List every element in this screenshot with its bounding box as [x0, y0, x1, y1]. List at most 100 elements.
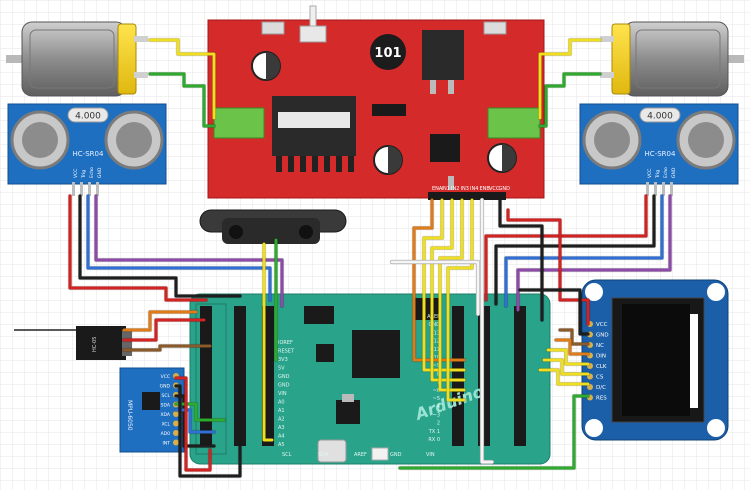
ir-distance-sensor	[199, 209, 347, 244]
pin-label: SCL	[161, 393, 170, 399]
ir-receiver	[299, 225, 313, 239]
bt-label: HC-05	[92, 337, 98, 352]
pin-label: IN3	[461, 186, 469, 192]
pin-label: XDA	[160, 412, 170, 418]
left-screw-terminal	[213, 107, 265, 139]
wire-green	[148, 72, 216, 128]
motor-end-cap	[611, 23, 631, 95]
pin-label: ENA	[432, 186, 443, 192]
heatsink-fins	[276, 156, 354, 172]
wire-yellow	[538, 368, 590, 386]
mpu-chip	[142, 392, 160, 410]
wire-black	[518, 288, 590, 336]
pin-label: TX 1	[428, 429, 440, 435]
wire-brown	[558, 328, 590, 346]
pin-label: Echo	[663, 167, 669, 178]
mpu-pin-pad	[173, 411, 179, 417]
wire-black	[174, 384, 242, 478]
pin-label: SDA	[161, 403, 171, 409]
microcontroller-chip	[352, 330, 400, 378]
wire-purple	[516, 194, 672, 312]
pin-label: GND	[160, 384, 171, 390]
wire-red	[506, 208, 590, 326]
wire-orange	[122, 310, 198, 332]
wire-blue	[174, 408, 216, 434]
arduino-board: Arduino IOREFRESET3V35VGNDGNDVINA0A1A2A3…	[189, 293, 551, 465]
wire-orange	[554, 338, 590, 356]
oled-pin-pad	[587, 384, 593, 390]
mpu-label: MPU-6050	[126, 400, 133, 431]
pin-label: ~6	[433, 388, 440, 394]
sensor-pin	[88, 182, 91, 196]
pin-label: RES	[596, 396, 607, 402]
crystal-oscillator	[639, 107, 681, 123]
pin-label: ~10	[429, 355, 440, 361]
wire-yellow	[542, 358, 590, 376]
pin-label: 2	[437, 421, 440, 427]
wire-yellow	[546, 348, 590, 366]
wire-brown	[122, 344, 212, 352]
pin-label: VCC	[647, 169, 653, 178]
power-jack	[371, 447, 389, 461]
pin-label: AREF	[427, 314, 440, 320]
pin-label: XCL	[162, 422, 171, 428]
wire-yellow	[446, 198, 474, 402]
motor-body	[623, 21, 729, 97]
pin-label: GND	[278, 383, 290, 389]
motor-end-cap	[117, 23, 137, 95]
pin-label: D/C	[596, 385, 606, 391]
wire-green	[398, 394, 590, 470]
pin-label: A4	[278, 434, 285, 440]
pin-label: ~5	[433, 396, 440, 402]
wire-black	[494, 194, 656, 306]
pin-label: VIN	[426, 452, 435, 458]
dc-motor-right	[600, 21, 744, 97]
wire-blue	[86, 194, 272, 302]
pin-label: IN1	[442, 186, 450, 192]
pin-label: GND	[596, 333, 609, 339]
crystal-label: 4.000	[647, 112, 673, 122]
right-header	[514, 306, 526, 446]
pin-label: SDA	[318, 452, 329, 458]
pin-label: GND	[671, 167, 677, 178]
right-screw-terminal	[487, 107, 541, 139]
pin-label: CS	[596, 375, 604, 381]
pin-label: A1	[278, 408, 285, 414]
power-switch	[299, 25, 327, 43]
ir-emitter	[229, 225, 243, 239]
driver-pin-header	[428, 192, 506, 200]
inductor	[370, 34, 406, 70]
wire-red	[484, 194, 648, 302]
mpu-pin-pad	[173, 430, 179, 436]
pin-label: Trig	[81, 170, 87, 179]
pin-label: IOREF	[278, 340, 293, 346]
pin-label: VCC	[161, 374, 170, 380]
pin-label: 3V3	[278, 357, 288, 363]
pin-label: 8	[437, 371, 440, 377]
pin-label: IN2	[451, 186, 459, 192]
left-header	[200, 306, 212, 446]
dc-motor-left	[6, 21, 148, 97]
wire-green	[538, 72, 602, 128]
pin-label: AD0	[161, 431, 171, 437]
wire-black	[78, 194, 242, 298]
motor-body	[21, 21, 127, 97]
wire-blue	[504, 194, 664, 308]
wire-red	[122, 318, 206, 342]
wire-yellow	[538, 38, 602, 120]
wire-yellow	[430, 198, 466, 382]
pin-label: VCC	[489, 186, 500, 192]
wire-white	[390, 260, 480, 316]
mpu-pin-pad	[173, 439, 179, 446]
